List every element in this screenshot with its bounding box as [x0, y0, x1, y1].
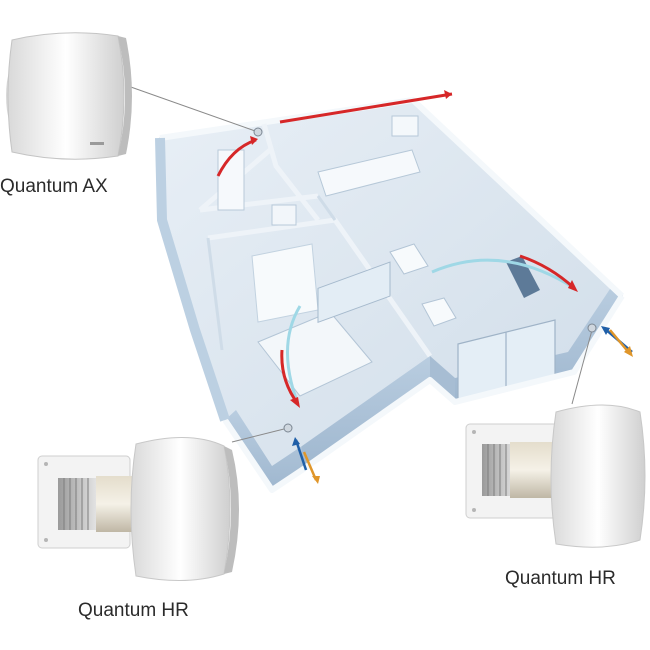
unit-marker-hr-right: [587, 323, 597, 333]
leader-line-hr-right: [571, 329, 593, 405]
leader-line-ax: [127, 85, 259, 133]
heat-recovery-fan-icon: [37, 437, 239, 581]
coffee-table: [421, 297, 457, 327]
front-wall-middle: [302, 356, 430, 470]
airflow-arrow-living: [431, 258, 575, 290]
kitchen-counter: [317, 149, 421, 197]
label-quantum-hr-left: Quantum HR: [78, 600, 189, 621]
bedroom-window: [317, 261, 391, 323]
apartment-model: [155, 97, 625, 493]
airflow-arrows: [216, 90, 633, 484]
label-quantum-hr-right: Quantum HR: [505, 568, 616, 589]
tv-panel: [506, 256, 540, 298]
airflow-arrow-bedroom: [286, 305, 302, 405]
exhaust-fan-icon: [6, 32, 132, 160]
exhaust-arrow-left: [302, 451, 318, 481]
shower-glass: [217, 149, 245, 211]
partition-walls: [198, 123, 433, 358]
unit-marker-hr-left: [283, 423, 293, 433]
front-wall-right: [430, 356, 455, 402]
label-quantum-ax: Quantum AX: [0, 176, 108, 197]
unit-marker-ax: [253, 127, 263, 137]
front-wall-left: [225, 410, 302, 490]
heat-recovery-fan-icon-right: [465, 404, 646, 548]
sofa: [389, 243, 429, 275]
intake-arrow-left: [294, 439, 308, 471]
leader-lines: [127, 85, 597, 443]
leader-line-hr-left: [231, 427, 289, 443]
airflow-arrow-top: [279, 92, 453, 124]
